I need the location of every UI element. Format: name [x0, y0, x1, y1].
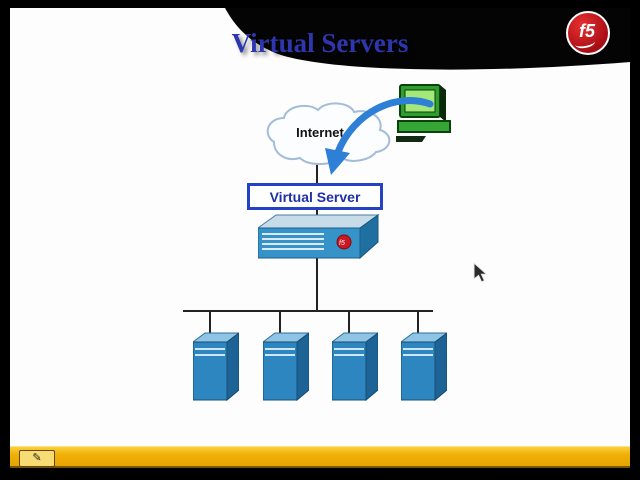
virtual-server-box: Virtual Server: [247, 183, 383, 210]
server-tower-icon: [193, 332, 239, 402]
logo-swoosh: [574, 36, 596, 50]
server-tower: [263, 310, 309, 402]
presentation-slide: Virtual Servers f5 Internet: [10, 8, 630, 468]
server-drop-line: [348, 310, 350, 342]
server-tower-icon: [263, 332, 309, 402]
server-row: [193, 310, 447, 404]
server-drop-line: [209, 310, 211, 342]
pencil-icon: ✎: [32, 452, 42, 464]
bottom-toolbar: ✎: [10, 446, 630, 468]
f5-logo-text: f5: [578, 20, 595, 41]
device-f5-ball: [336, 234, 352, 250]
bigip-device-icon: f5: [258, 214, 380, 260]
server-drop-line: [417, 310, 419, 342]
server-tower-icon: [401, 332, 447, 402]
server-drop-line: [279, 310, 281, 342]
f5-logo-icon: f5: [566, 11, 610, 55]
network-bus-line: [183, 310, 433, 312]
internet-cloud: Internet: [252, 98, 402, 166]
server-tower-icon: [332, 332, 378, 402]
device-f5-text: f5: [339, 240, 345, 247]
server-tower: [193, 310, 239, 402]
connector-device-to-bus: [316, 252, 318, 312]
computer-icon: [396, 84, 451, 142]
connector-virtual-server-to-device: [316, 210, 318, 218]
virtual-server-label: Virtual Server: [269, 188, 361, 205]
server-tower: [401, 310, 447, 402]
server-tower: [332, 310, 378, 402]
page-title: Virtual Servers: [231, 28, 409, 58]
connector-cloud-to-virtual-server: [316, 150, 318, 184]
internet-label: Internet: [296, 124, 344, 140]
annotation-tool-button[interactable]: ✎: [19, 450, 55, 467]
